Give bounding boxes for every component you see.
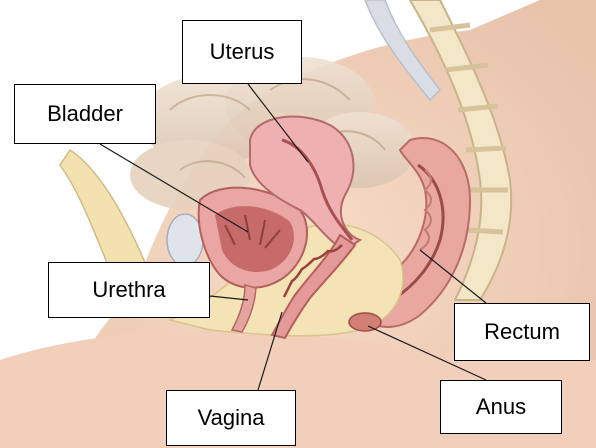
uterus-label: Uterus <box>182 20 302 84</box>
rectum-label: Rectum <box>454 303 590 361</box>
anus-label: Anus <box>440 380 562 434</box>
anus-shape <box>349 313 381 331</box>
urethra-label: Urethra <box>48 262 210 318</box>
bladder-label: Bladder <box>14 84 156 144</box>
vagina-label: Vagina <box>166 390 296 446</box>
